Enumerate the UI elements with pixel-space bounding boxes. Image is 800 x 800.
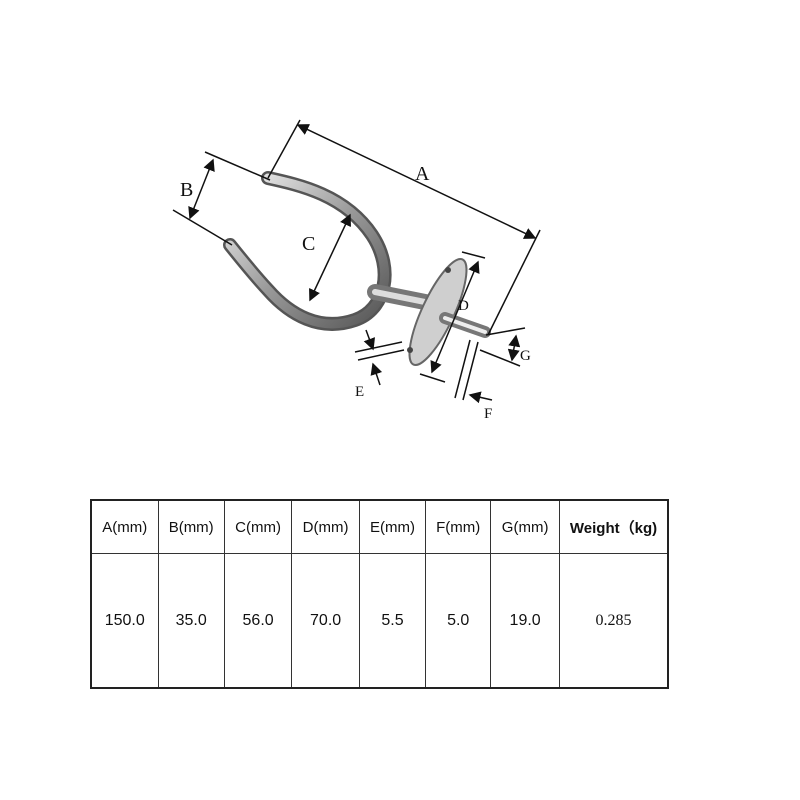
header-cell: A(mm) bbox=[90, 499, 159, 554]
value-cell: 150.0 bbox=[90, 553, 159, 689]
value-cell: 0.285 bbox=[559, 553, 669, 689]
value-cell: 19.0 bbox=[490, 553, 560, 689]
value-cell: 5.5 bbox=[358, 553, 427, 689]
specification-table: A(mm) B(mm) C(mm) D(mm) E(mm) F(mm) G(mm… bbox=[90, 499, 669, 689]
value-cell: 56.0 bbox=[223, 553, 293, 689]
header-cell: C(mm) bbox=[223, 499, 293, 554]
header-cell: B(mm) bbox=[157, 499, 225, 554]
table-header-row: A(mm) B(mm) C(mm) D(mm) E(mm) F(mm) G(mm… bbox=[90, 499, 669, 554]
header-cell: D(mm) bbox=[291, 499, 360, 554]
oarlock-dimension-diagram: A B C D E F G bbox=[172, 119, 541, 422]
dimension-lines bbox=[172, 119, 541, 404]
header-cell: E(mm) bbox=[358, 499, 427, 554]
dimension-label-g: G bbox=[520, 348, 531, 364]
value-cell: 5.0 bbox=[425, 553, 492, 689]
dimension-label-c: C bbox=[302, 233, 315, 255]
header-cell: F(mm) bbox=[425, 499, 492, 554]
value-cell: 70.0 bbox=[291, 553, 360, 689]
value-cell: 35.0 bbox=[157, 553, 225, 689]
header-cell: Weight（kg) bbox=[559, 499, 669, 554]
dimension-label-b: B bbox=[180, 179, 193, 201]
header-cell: G(mm) bbox=[490, 499, 560, 554]
dimension-label-a: A bbox=[415, 163, 430, 185]
dimension-label-d: D bbox=[458, 298, 469, 314]
dimension-label-f: F bbox=[484, 406, 492, 422]
dimension-label-e: E bbox=[355, 384, 364, 400]
table-row: 150.0 35.0 56.0 70.0 5.5 5.0 19.0 0.285 bbox=[90, 553, 669, 689]
oarlock-image bbox=[223, 171, 491, 366]
